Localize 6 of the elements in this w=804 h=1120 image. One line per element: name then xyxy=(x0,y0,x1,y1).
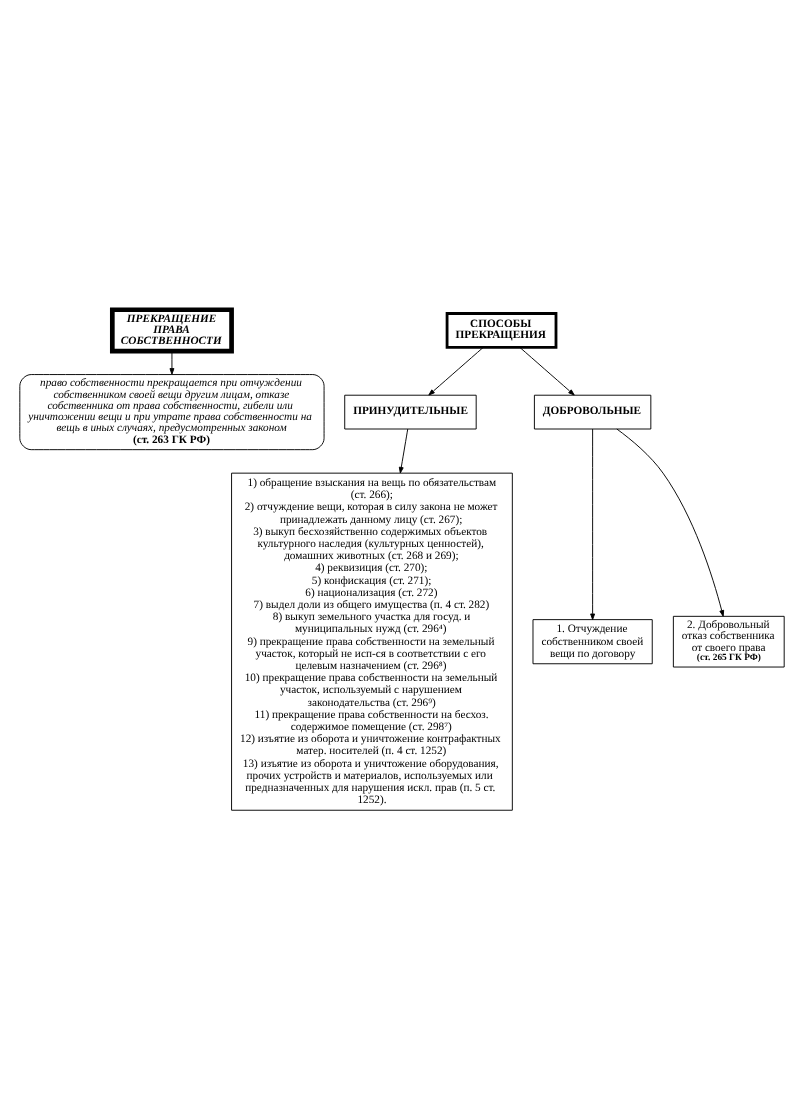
arrow xyxy=(616,428,725,617)
arrow xyxy=(428,347,484,396)
arrow xyxy=(590,428,596,621)
arrow xyxy=(519,347,575,396)
arrow xyxy=(169,350,175,375)
arrow xyxy=(398,428,409,474)
